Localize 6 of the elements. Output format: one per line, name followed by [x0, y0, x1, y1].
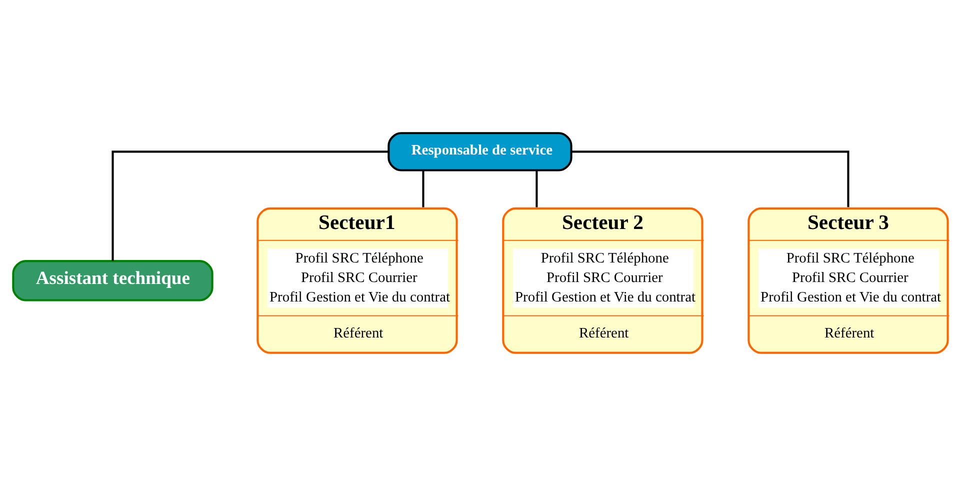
node-box: Responsable de service	[388, 132, 572, 171]
node-box: Assistant technique	[12, 260, 214, 301]
connector	[422, 170, 424, 207]
connector	[536, 170, 538, 207]
connector	[112, 150, 388, 260]
connector	[571, 150, 850, 207]
